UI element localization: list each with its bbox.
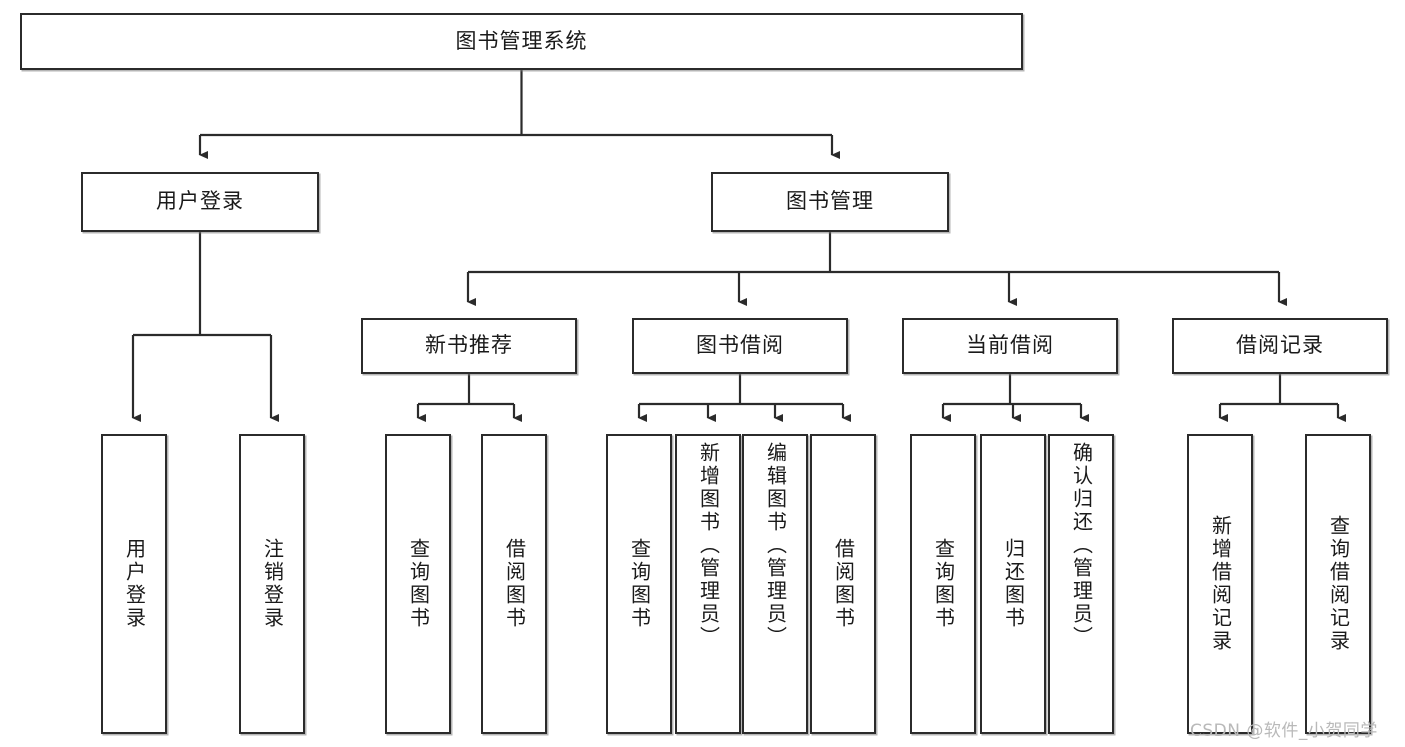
node-leaf-query-borrow-record[interactable]: 查询借阅记录 xyxy=(1305,434,1371,734)
node-leaf-add-book-admin[interactable]: 新增图书（管理员） xyxy=(675,434,741,734)
node-level3-current-borrow[interactable]: 当前借阅 xyxy=(902,318,1118,374)
node-leaf-query-book-current[interactable]: 查询图书 xyxy=(910,434,976,734)
node-leaf-return-book[interactable]: 归还图书 xyxy=(980,434,1046,734)
node-root[interactable]: 图书管理系统 xyxy=(20,13,1023,70)
node-leaf-logout[interactable]: 注销登录 xyxy=(239,434,305,734)
node-leaf-add-borrow-record[interactable]: 新增借阅记录 xyxy=(1187,434,1253,734)
node-level3-new-book-recommend[interactable]: 新书推荐 xyxy=(361,318,577,374)
node-leaf-query-book-recommend[interactable]: 查询图书 xyxy=(385,434,451,734)
csdn-watermark: CSDN @软件_小贺同学 xyxy=(1190,721,1378,741)
node-leaf-borrow-book[interactable]: 借阅图书 xyxy=(810,434,876,734)
node-leaf-confirm-return-admin[interactable]: 确认归还（管理员） xyxy=(1048,434,1114,734)
node-level2-user-login[interactable]: 用户登录 xyxy=(81,172,319,232)
node-leaf-edit-book-admin[interactable]: 编辑图书（管理员） xyxy=(742,434,808,734)
node-level2-book-management[interactable]: 图书管理 xyxy=(711,172,949,232)
node-leaf-user-login[interactable]: 用户登录 xyxy=(101,434,167,734)
node-level3-book-borrow[interactable]: 图书借阅 xyxy=(632,318,848,374)
node-level3-borrow-record[interactable]: 借阅记录 xyxy=(1172,318,1388,374)
node-leaf-borrow-book-recommend[interactable]: 借阅图书 xyxy=(481,434,547,734)
node-leaf-query-book-borrow[interactable]: 查询图书 xyxy=(606,434,672,734)
